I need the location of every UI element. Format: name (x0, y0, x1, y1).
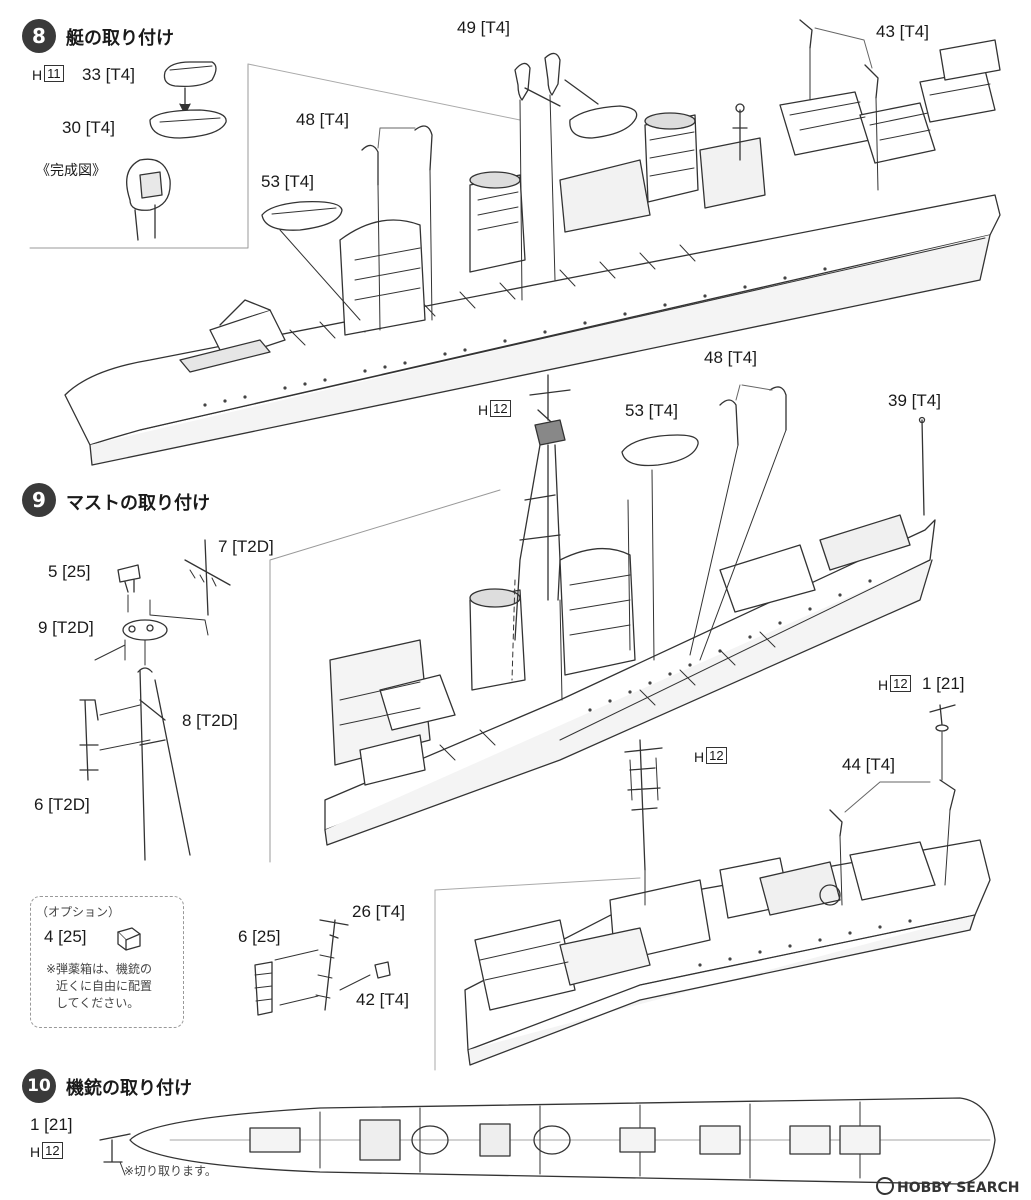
step-9-title: マストの取り付け (66, 493, 210, 514)
part-42-label: 42 [T4] (356, 990, 409, 1009)
step-8-title: 艇の取り付け (66, 28, 174, 49)
option-note-line-2: 近くに自由に配置 (56, 979, 153, 993)
part-43-label: 43 [T4] (876, 22, 929, 41)
part-48-label-a: 48 [T4] (296, 110, 349, 129)
step-10-number: 10 (22, 1069, 56, 1103)
part-1-label-b: 1 [21] (30, 1115, 73, 1134)
option-note-line-1: ※弾薬箱は、機銃の (46, 962, 153, 976)
machine-gun-part-1 (929, 704, 956, 732)
part-1-label-a: 1 [21] (922, 674, 965, 693)
part-8-label: 8 [T2D] (182, 711, 238, 730)
part-5-label: 5 [25] (48, 562, 91, 581)
boat-part-33 (163, 61, 217, 88)
step-9-number: 9 (22, 483, 56, 517)
option-note-line-3: してください。 (56, 996, 140, 1010)
part-6 (79, 699, 99, 781)
boat-part-30 (149, 109, 227, 139)
ship-top-view (129, 1097, 996, 1185)
ammo-box-icon (117, 927, 141, 951)
ship-hull-step9 (324, 514, 936, 846)
part-44-label: 44 [T4] (842, 755, 895, 774)
part-9-label: 9 [T2D] (38, 618, 94, 637)
part-26 (315, 919, 349, 1011)
part-42 (374, 961, 391, 979)
option-title: （オプション） (36, 905, 121, 919)
completed-view-label: 《完成図》 (36, 162, 106, 178)
tripod-mast (514, 374, 571, 641)
part-8 (137, 667, 191, 861)
watermark: HOBBY SEARCH (876, 1177, 1019, 1196)
gun-part-1-top (99, 1133, 131, 1163)
part-30-label: 30 [T4] (62, 118, 115, 137)
option-part-label: 4 [25] (44, 927, 87, 946)
cut-note: ※切り取ります。 (124, 1164, 217, 1178)
step-10-title: 機銃の取り付け (66, 1078, 192, 1099)
lower-mast (624, 739, 663, 871)
ship-hull-step8 (64, 39, 1001, 466)
part-53-label-b: 53 [T4] (625, 401, 678, 420)
part-49-label: 49 [T4] (457, 18, 510, 37)
watermark-logo-icon (876, 1177, 894, 1195)
part-7-label: 7 [T2D] (218, 537, 274, 556)
part-39-label: 39 [T4] (888, 391, 941, 410)
part-33-label: 33 [T4] (82, 65, 135, 84)
part-53-label-a: 53 [T4] (261, 172, 314, 191)
part-26-label: 26 [T4] (352, 902, 405, 921)
part-9 (122, 619, 168, 641)
part-6-label: 6 [T2D] (34, 795, 90, 814)
step-8-number: 8 (22, 19, 56, 53)
part-48-label-b: 48 [T4] (704, 348, 757, 367)
part-6-25 (254, 961, 273, 1016)
part-5 (117, 564, 141, 593)
part-6-25-label: 6 [25] (238, 927, 281, 946)
completed-view-davit (126, 158, 171, 241)
ship-hull-lower (464, 839, 991, 1066)
part-7 (184, 539, 231, 616)
option-box (30, 896, 184, 1028)
